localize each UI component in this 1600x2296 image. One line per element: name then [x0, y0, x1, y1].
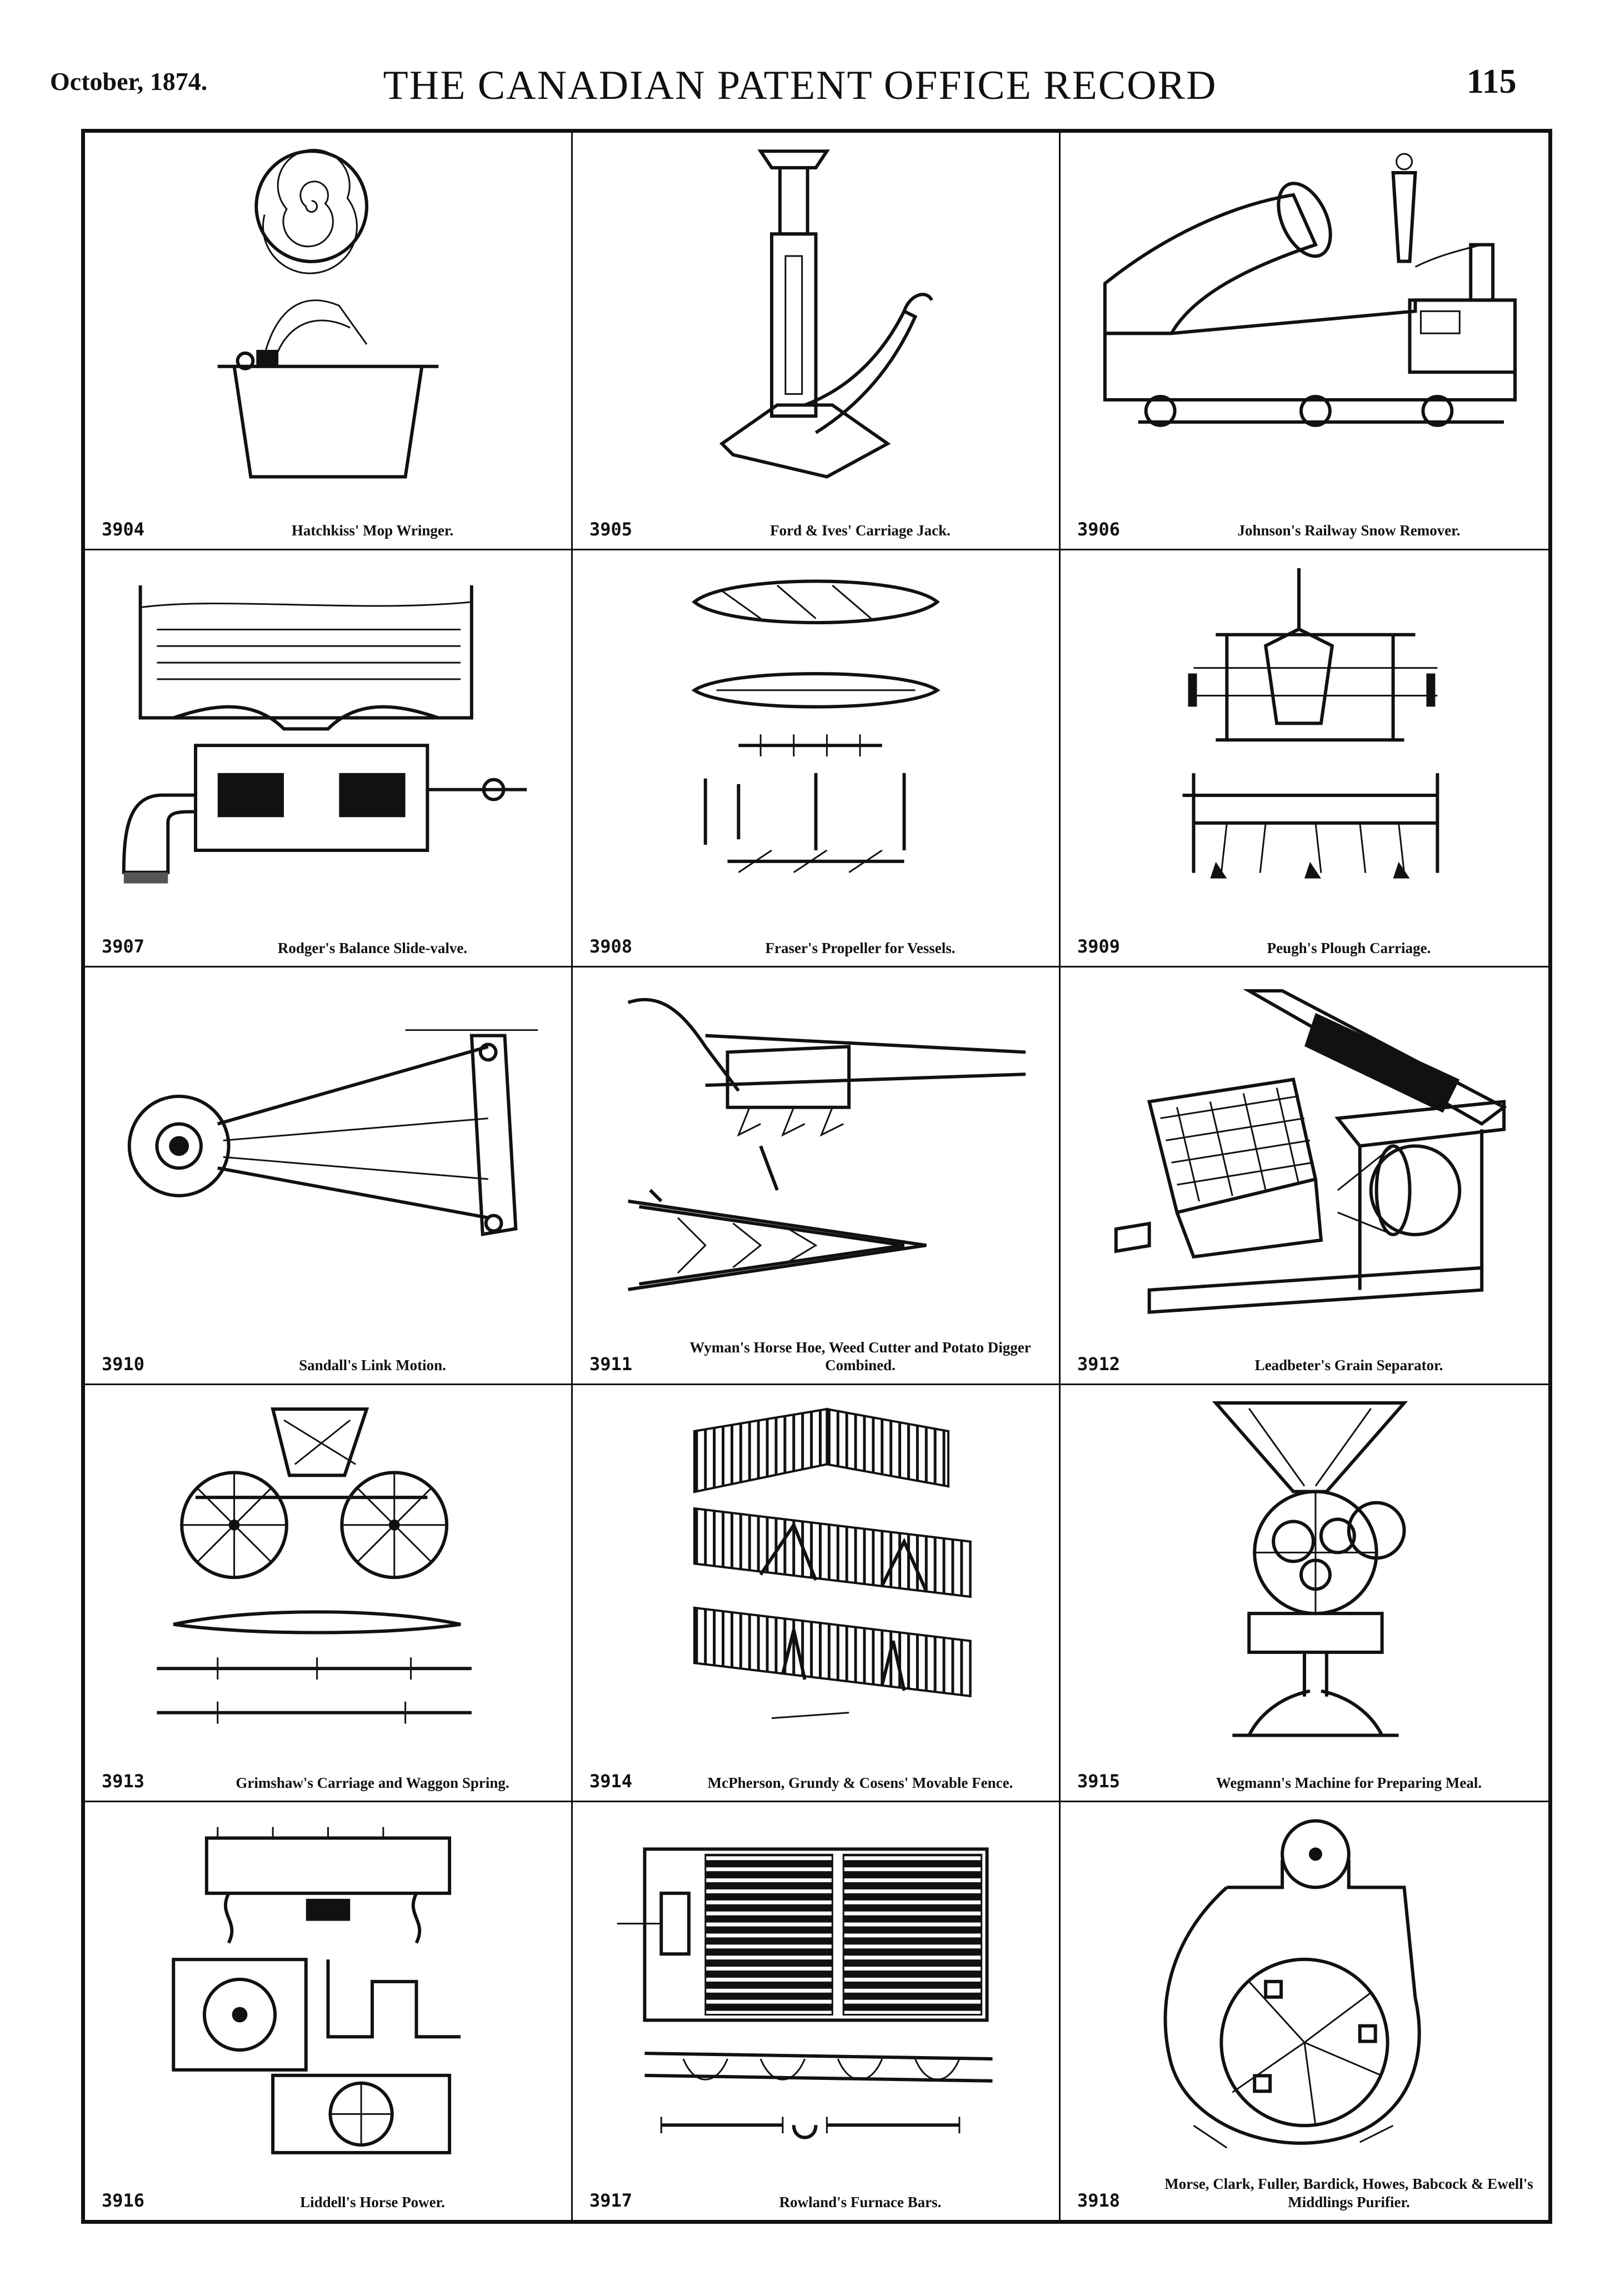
- patent-title: Wyman's Horse Hoe, Weed Cutter and Potat…: [689, 1339, 1031, 1374]
- figure-cell-3917: 3917 Rowland's Furnace Bars.: [573, 1802, 1061, 2220]
- figure-caption: 3918 Morse, Clark, Fuller, Bardick, Howe…: [1077, 2175, 1537, 2211]
- patent-number: 3915: [1077, 1771, 1121, 1792]
- figure-caption: 3914 McPherson, Grundy & Cosens' Movable…: [589, 1771, 1048, 1792]
- illustration-link-motion: [107, 980, 549, 1324]
- patent-number: 3907: [102, 936, 145, 957]
- patent-number: 3918: [1077, 2189, 1121, 2211]
- figure-caption: 3916 Liddell's Horse Power.: [102, 2190, 560, 2211]
- figure-caption: 3910 Sandall's Link Motion.: [102, 1353, 560, 1375]
- figure-caption: 3917 Rowland's Furnace Bars.: [589, 2190, 1048, 2211]
- patent-number: 3906: [1077, 518, 1121, 540]
- publication-title: THE CANADIAN PATENT OFFICE RECORD: [383, 63, 1217, 108]
- patent-title: Grimshaw's Carriage and Waggon Spring.: [236, 1774, 509, 1791]
- figure-cell-3915: 3915 Wegmann's Machine for Preparing Mea…: [1061, 1385, 1548, 1803]
- patent-title: Peugh's Plough Carriage.: [1267, 939, 1431, 956]
- figure-cell-3908: 3908 Fraser's Propeller for Vessels.: [573, 550, 1061, 968]
- illustration-mop-wringer: [107, 145, 549, 489]
- patent-title: Hatchkiss' Mop Wringer.: [291, 522, 454, 539]
- figure-cell-3918: 3918 Morse, Clark, Fuller, Bardick, Howe…: [1061, 1802, 1548, 2220]
- illustration-horse-power: [107, 1814, 549, 2160]
- figure-caption: 3908 Fraser's Propeller for Vessels.: [589, 936, 1048, 957]
- illustration-plough-carriage: [1083, 563, 1526, 906]
- figure-cell-3912: 3912 Leadbeter's Grain Separator.: [1061, 967, 1548, 1385]
- figure-cell-3914: 3914 McPherson, Grundy & Cosens' Movable…: [573, 1385, 1061, 1803]
- illustration-snow-remover: [1083, 145, 1526, 489]
- illustration-movable-fence: [595, 1397, 1037, 1741]
- patent-number: 3914: [589, 1771, 633, 1792]
- page-header: October, 1874. THE CANADIAN PATENT OFFIC…: [0, 0, 1600, 111]
- figure-cell-3905: 3905 Ford & Ives' Carriage Jack.: [573, 133, 1061, 550]
- figure-cell-3909: 3909 Peugh's Plough Carriage.: [1061, 550, 1548, 968]
- illustration-waggon-spring: [107, 1397, 549, 1741]
- patent-number: 3917: [589, 2189, 633, 2211]
- patent-title: Liddell's Horse Power.: [300, 2193, 445, 2210]
- patent-title: Ford & Ives' Carriage Jack.: [770, 522, 951, 539]
- illustration-carriage-jack: [595, 145, 1037, 489]
- figure-cell-3906: 3906 Johnson's Railway Snow Remover.: [1061, 133, 1548, 550]
- patent-number: 3911: [589, 1353, 633, 1375]
- illustration-slide-valve: [107, 563, 549, 906]
- patent-title: Leadbeter's Grain Separator.: [1254, 1357, 1443, 1374]
- patent-figure-grid: 3904 Hatchkiss' Mop Wringer. 3905 Ford &…: [81, 129, 1552, 2224]
- figure-cell-3916: 3916 Liddell's Horse Power.: [85, 1802, 573, 2220]
- patent-number: 3908: [589, 936, 633, 957]
- patent-number: 3904: [102, 518, 145, 540]
- patent-title: McPherson, Grundy & Cosens' Movable Fenc…: [707, 1774, 1013, 1791]
- patent-number: 3909: [1077, 936, 1121, 957]
- patent-number: 3910: [102, 1353, 145, 1375]
- patent-title: Morse, Clark, Fuller, Bardick, Howes, Ba…: [1164, 2175, 1533, 2210]
- figure-caption: 3912 Leadbeter's Grain Separator.: [1077, 1353, 1537, 1375]
- patent-number: 3913: [102, 1771, 145, 1792]
- illustration-middlings-purifier: [1083, 1814, 1526, 2160]
- figure-caption: 3915 Wegmann's Machine for Preparing Mea…: [1077, 1771, 1537, 1792]
- figure-cell-3910: 3910 Sandall's Link Motion.: [85, 967, 573, 1385]
- figure-cell-3913: 3913 Grimshaw's Carriage and Waggon Spri…: [85, 1385, 573, 1803]
- figure-cell-3911: 3911 Wyman's Horse Hoe, Weed Cutter and …: [573, 967, 1061, 1385]
- figure-caption: 3907 Rodger's Balance Slide-valve.: [102, 936, 560, 957]
- illustration-propeller: [595, 563, 1037, 906]
- patent-title: Johnson's Railway Snow Remover.: [1237, 522, 1461, 539]
- figure-caption: 3905 Ford & Ives' Carriage Jack.: [589, 519, 1048, 540]
- figure-caption: 3906 Johnson's Railway Snow Remover.: [1077, 519, 1537, 540]
- patent-title: Rodger's Balance Slide-valve.: [277, 939, 468, 956]
- page-number: 115: [1467, 63, 1517, 101]
- patent-number: 3916: [102, 2189, 145, 2211]
- patent-title: Sandall's Link Motion.: [299, 1357, 446, 1374]
- figure-caption: 3904 Hatchkiss' Mop Wringer.: [102, 519, 560, 540]
- illustration-meal-machine: [1083, 1397, 1526, 1741]
- figure-cell-3907: 3907 Rodger's Balance Slide-valve.: [85, 550, 573, 968]
- figure-caption: 3913 Grimshaw's Carriage and Waggon Spri…: [102, 1771, 560, 1792]
- illustration-grain-separator: [1083, 980, 1526, 1324]
- issue-date: October, 1874.: [50, 67, 208, 96]
- illustration-horse-hoe: [595, 980, 1037, 1324]
- figure-caption: 3909 Peugh's Plough Carriage.: [1077, 936, 1537, 957]
- patent-number: 3912: [1077, 1353, 1121, 1375]
- patent-title: Rowland's Furnace Bars.: [779, 2193, 942, 2210]
- figure-caption: 3911 Wyman's Horse Hoe, Weed Cutter and …: [589, 1339, 1048, 1375]
- patent-title: Fraser's Propeller for Vessels.: [765, 939, 956, 956]
- patent-number: 3905: [589, 518, 633, 540]
- figure-cell-3904: 3904 Hatchkiss' Mop Wringer.: [85, 133, 573, 550]
- illustration-furnace-bars: [595, 1814, 1037, 2160]
- patent-title: Wegmann's Machine for Preparing Meal.: [1216, 1774, 1482, 1791]
